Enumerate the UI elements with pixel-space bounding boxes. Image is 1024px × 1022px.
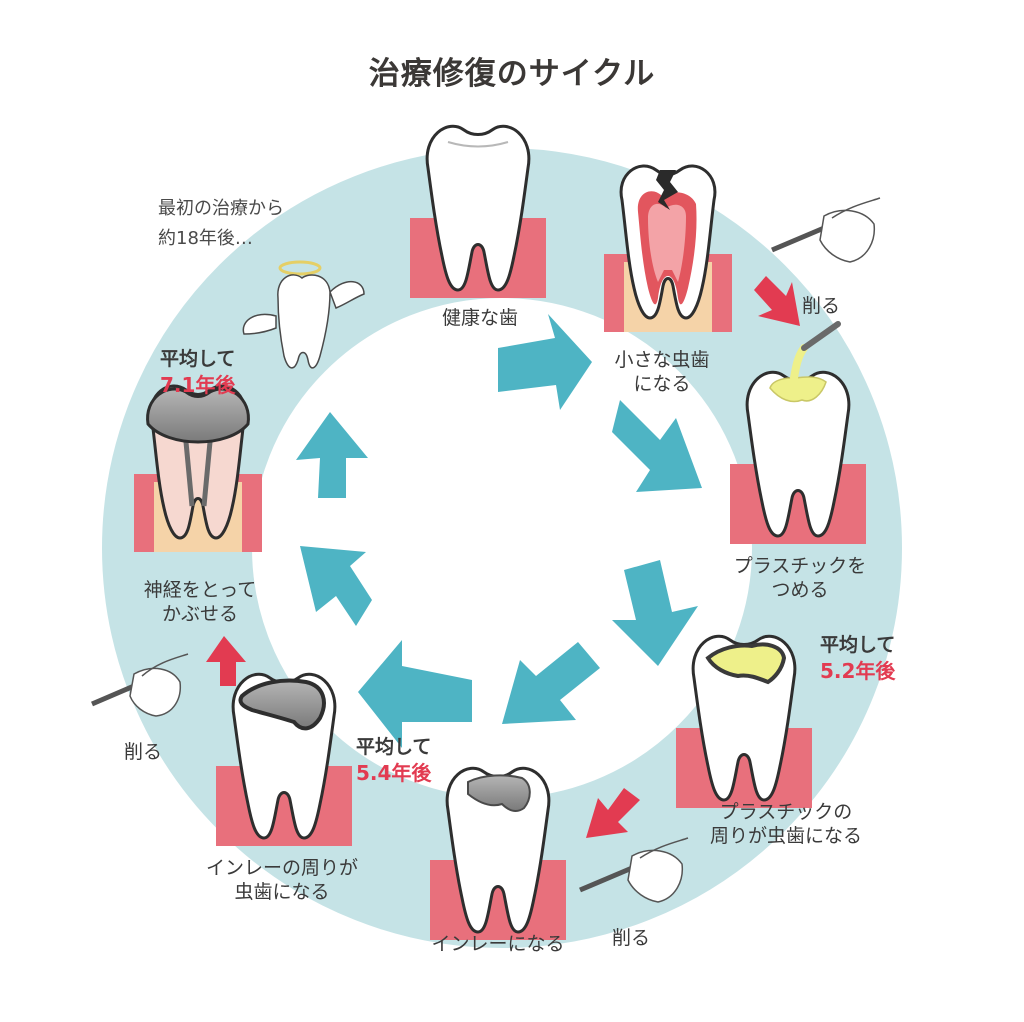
average-years: 7.1年後 (160, 373, 236, 397)
average-prefix: 平均して (160, 348, 236, 370)
note-line: 最初の治療から (158, 198, 284, 219)
cycle-arrow (612, 560, 698, 666)
stage-label-line: かぶせる (161, 603, 239, 625)
angel-tooth-illustration (242, 260, 365, 369)
cycle-arrow (612, 400, 702, 492)
stage-label-line: 神経をとって (143, 579, 257, 601)
stage-label-line: 周りが虫歯になる (709, 825, 863, 847)
page-title: 治療修復のサイクル (368, 56, 656, 92)
red-arrows (206, 276, 800, 838)
average-years: 5.2年後 (820, 659, 896, 683)
drill-label: 削る (612, 927, 651, 949)
stage-label-line: つめる (771, 579, 829, 601)
stage-label-line: 小さな虫歯 (614, 349, 710, 371)
plastic-cavity-tooth-illustration (676, 634, 812, 808)
drill-label: 削る (802, 295, 841, 317)
stage-label-small-cavity: 小さな虫歯 になる (614, 348, 709, 396)
cycle-arrow (358, 640, 472, 748)
stage-label-line: 虫歯になる (234, 881, 330, 903)
stage-label-healthy: 健康な歯 (441, 307, 519, 329)
red-arrow (754, 276, 800, 326)
average-years: 5.4年後 (356, 761, 432, 785)
healthy-tooth-illustration (410, 124, 546, 298)
inlay-tooth-illustration (430, 766, 566, 940)
stage-label-plastic-fill: プラスチックを つめる (734, 554, 867, 602)
inlay-cavity-tooth-illustration (216, 672, 352, 846)
stage-label-line: インレーの周りが (205, 857, 359, 879)
note-line: 約18年後… (158, 228, 253, 249)
average-plastic: 平均して 5.2年後 (820, 632, 895, 684)
note-text: 最初の治療から 約18年後… (158, 194, 284, 254)
drill-hand-illustration (579, 837, 689, 903)
small-cavity-tooth-illustration (604, 164, 732, 332)
cycle-arrow (296, 412, 368, 498)
average-inlay: 平均して 5.4年後 (356, 734, 431, 786)
drill-label: 削る (124, 741, 163, 763)
cycle-arrows (296, 314, 702, 748)
red-arrow (206, 636, 246, 686)
red-arrow (586, 788, 640, 838)
stage-label-crown: 神経をとって かぶせる (144, 578, 256, 626)
cycle-arrow (300, 546, 372, 626)
stage-label-inlay: インレーになる (431, 933, 565, 955)
average-prefix: 平均して (356, 736, 432, 758)
cycle-arrow (498, 314, 592, 410)
stage-label-line: になる (633, 373, 691, 395)
stage-label-line: プラスチックを (733, 555, 867, 577)
average-crown: 平均して 7.1年後 (160, 346, 235, 398)
cycle-arrow (502, 642, 600, 724)
plastic-filling-tooth-illustration (730, 321, 866, 544)
stage-label-plastic-cavity: プラスチックの 周りが虫歯になる (710, 800, 862, 848)
crown-tooth-illustration (134, 384, 262, 552)
stage-label-inlay-cavity: インレーの周りが 虫歯になる (206, 856, 358, 904)
drill-hand-illustration (771, 197, 881, 263)
average-prefix: 平均して (820, 634, 896, 656)
stage-label-line: プラスチックの (719, 801, 853, 823)
drill-hand-illustration (91, 653, 189, 717)
